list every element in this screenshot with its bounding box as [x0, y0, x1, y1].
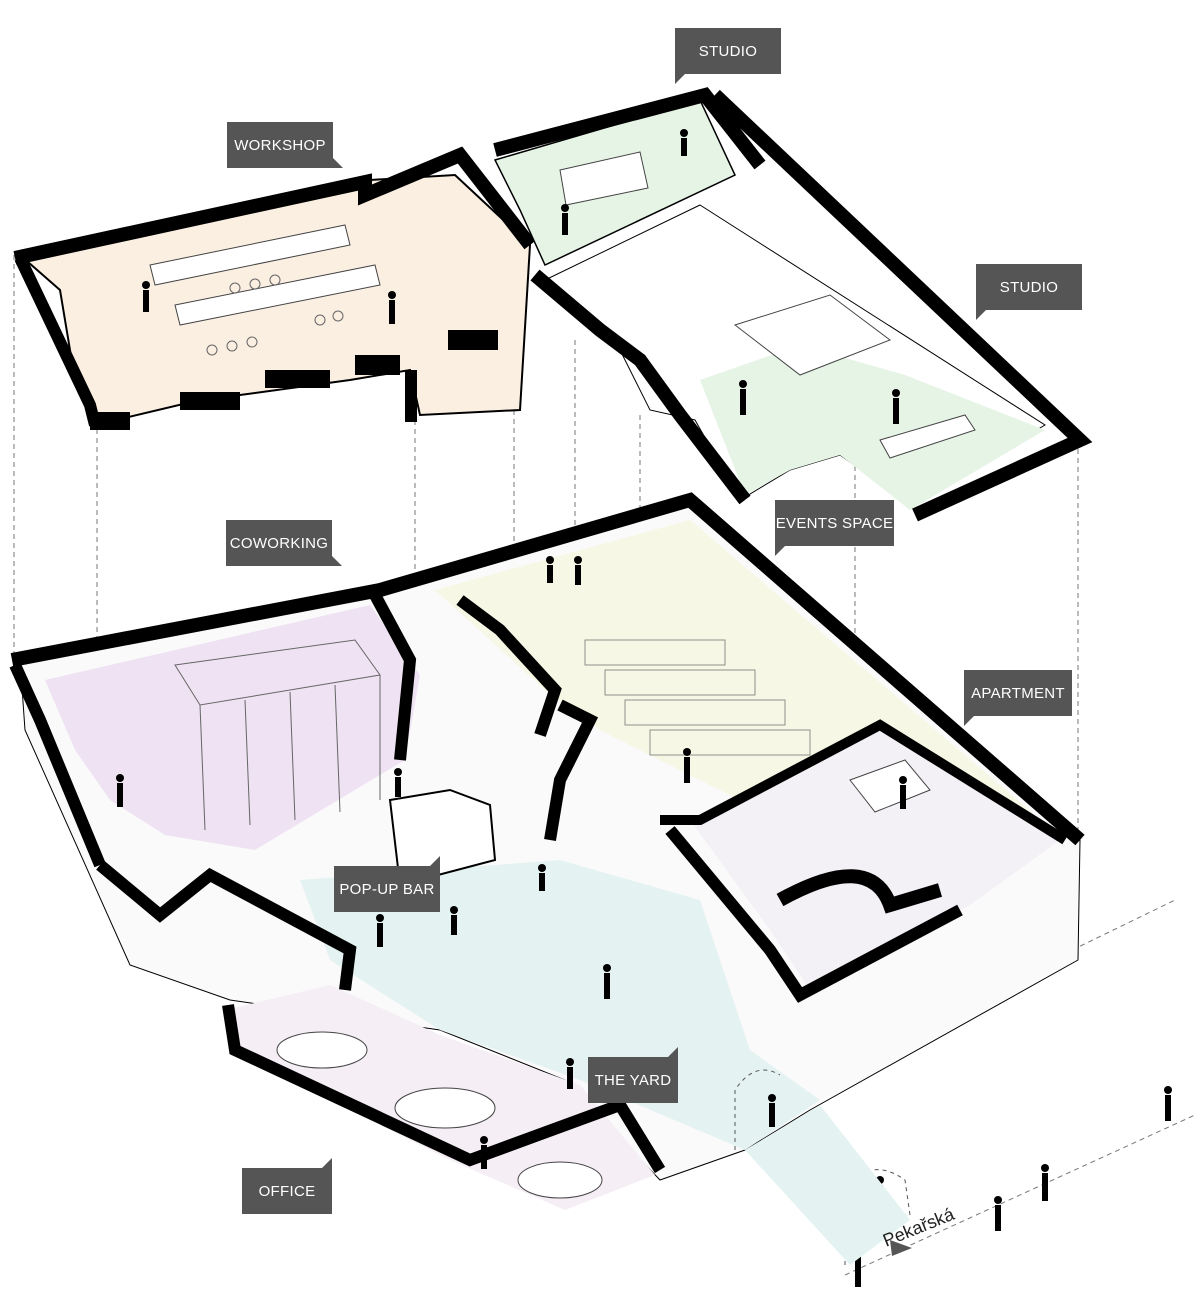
label-coworking: COWORKING — [226, 520, 342, 566]
workshop-floor — [13, 146, 536, 430]
label-apartment: APARTMENT — [964, 670, 1072, 726]
studio-right-floor — [530, 89, 1093, 522]
label-studio-top: STUDIO — [675, 28, 781, 84]
label-workshop: WORKSHOP — [227, 122, 343, 168]
label-popup-bar: POP-UP BAR — [334, 856, 440, 912]
lower-floor — [9, 492, 1085, 1210]
label-events-space: EVENTS SPACE — [775, 500, 894, 556]
entrance-outline — [734, 1069, 911, 1265]
label-the-yard: THE YARD — [588, 1047, 678, 1103]
label-office: OFFICE — [242, 1158, 332, 1214]
person-icon — [116, 129, 1172, 1287]
arrow-icon — [890, 1240, 912, 1256]
studio-top-floor — [493, 87, 766, 267]
entrance-floor — [745, 1105, 910, 1265]
label-studio-right: STUDIO — [976, 264, 1082, 320]
